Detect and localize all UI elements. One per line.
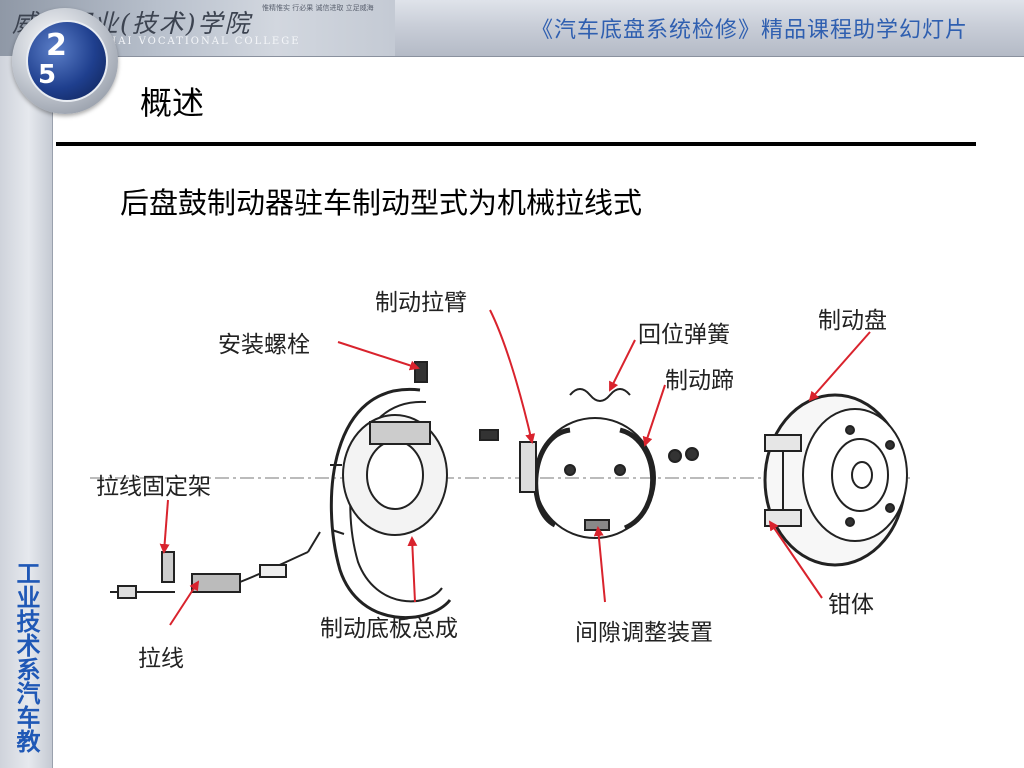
department-label: 工业技术系汽车教研室 — [12, 561, 40, 753]
backing-plate-drawing — [329, 361, 499, 619]
arrow-brake-shoe — [642, 384, 666, 447]
parking-cable-drawing — [110, 531, 321, 599]
arrow-brake-lever — [489, 309, 536, 444]
brake-disc-drawing — [763, 393, 908, 567]
arrow-mounting-bolt — [337, 341, 420, 371]
label-cable: 拉线 — [138, 646, 184, 672]
label-caliper: 钳体 — [828, 592, 874, 618]
label-cable-bracket: 拉线固定架 — [96, 474, 211, 500]
arrow-brake-disc — [808, 331, 871, 402]
arrow-adjuster — [593, 526, 606, 603]
slide-subtitle: 后盘鼓制动器驻车制动型式为机械拉线式 — [120, 186, 643, 220]
label-return-spring: 回位弹簧 — [638, 322, 730, 348]
brake-shoe-drawing — [519, 388, 699, 539]
course-title: 《汽车底盘系统检修》精品课程助学幻灯片 — [530, 18, 968, 43]
left-sidebar: 工业技术系汽车教研室 — [0, 56, 53, 768]
callout-arrows — [159, 309, 871, 626]
logo-disc-icon: 2 5 — [12, 8, 118, 114]
label-brake-lever: 制动拉臂 — [375, 290, 467, 316]
logo-glyph-top: 2 — [46, 28, 67, 63]
arrow-return-spring — [609, 339, 636, 392]
college-name-en: WEIHAI VOCATIONAL COLLEGE — [80, 36, 301, 47]
label-adjuster: 间隙调整装置 — [575, 620, 713, 646]
label-mounting-bolt: 安装螺栓 — [218, 332, 310, 358]
logo-glyph-bottom: 5 — [38, 60, 57, 90]
logo-inner: 2 5 — [26, 20, 108, 102]
slide-title: 概述 — [140, 84, 205, 122]
arrow-cable — [169, 580, 200, 626]
arrow-cable-bracket — [159, 499, 170, 554]
brake-exploded-diagram: 制动拉臂 安装螺栓 回位弹簧 制动蹄 制动盘 拉线固定架 拉线 制动底板总成 间… — [90, 290, 910, 672]
header-banner: 威海职业(技术)学院 WEIHAI VOCATIONAL COLLEGE 惟精惟… — [0, 0, 1024, 57]
arrow-caliper — [768, 520, 823, 599]
label-brake-shoe: 制动蹄 — [665, 368, 734, 394]
label-brake-disc: 制动盘 — [818, 308, 887, 334]
college-motto: 惟精惟实 行必果 诚信进取 立足威海 — [262, 4, 374, 12]
arrow-backing-plate — [407, 536, 418, 603]
title-divider — [56, 142, 976, 146]
label-backing-plate: 制动底板总成 — [320, 616, 458, 642]
